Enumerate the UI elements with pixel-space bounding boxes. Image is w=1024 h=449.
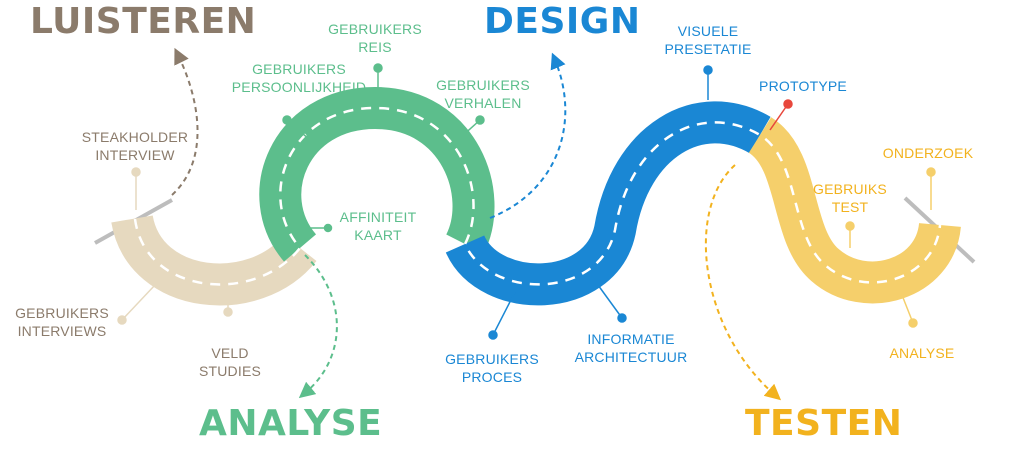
- label-onderzoek: ONDERZOEK: [882, 145, 974, 161]
- dot-analyse-small: [908, 318, 918, 328]
- dot-gebruikers-proces: [488, 330, 498, 340]
- dot-gebruikers-interviews: [117, 315, 127, 325]
- arrow-to-luisteren: [171, 47, 199, 196]
- dot-informatie-architectuur: [617, 313, 627, 323]
- dot-visuele-presetatie: [703, 65, 713, 75]
- arrow-to-testen: [704, 164, 782, 401]
- dot-gebruikers-verhalen: [475, 115, 485, 125]
- label-gebruikers-interviews: GEBRUIKERS INTERVIEWS: [15, 305, 109, 339]
- phase-title-design: DESIGN: [484, 1, 641, 42]
- phase-title-testen: TESTEN: [745, 403, 903, 444]
- dot-veld-studies: [223, 307, 233, 317]
- leaders-analyse: [282, 63, 485, 233]
- dot-steakholder-interview: [131, 167, 141, 177]
- dot-onderzoek: [926, 167, 936, 177]
- road-segment-design: [445, 101, 771, 306]
- label-gebruikers-verhalen: GEBRUIKERS VERHALEN: [436, 77, 530, 111]
- label-visuele-presetatie: VISUELE PRESETATIE: [664, 23, 752, 57]
- label-analyse-small: ANALYSE: [889, 345, 955, 361]
- label-affiniteit-kaart: AFFINITEIT KAART: [339, 209, 417, 243]
- label-veld-studies: VELD STUDIES: [198, 345, 262, 379]
- label-gebruikers-proces: GEBRUIKERS PROCES: [445, 351, 539, 385]
- dot-gebruikers-reis: [373, 63, 383, 73]
- phase-title-luisteren: LUISTEREN: [30, 1, 257, 42]
- leader-prototype: [769, 99, 793, 131]
- label-gebruikers-reis: GEBRUIKERS REIS: [328, 21, 422, 55]
- label-informatie-architectuur: INFORMATIE ARCHITECTUUR: [574, 331, 688, 365]
- arrow-to-analyse: [298, 254, 338, 399]
- dot-gebruikers-persoonlijkheid: [282, 115, 292, 125]
- dot-affiniteit-kaart: [323, 223, 333, 233]
- leaders-testen: [845, 167, 936, 328]
- label-gebruiks-test: GEBRUIKS TEST: [813, 181, 887, 215]
- leaders-luisteren: [117, 167, 233, 325]
- label-prototype: PROTOTYPE: [759, 78, 847, 94]
- label-gebruikers-persoonlijkheid: GEBRUIKERS PERSOONLIJKHEID: [231, 61, 367, 95]
- label-steakholder-interview: STEAKHOLDER INTERVIEW: [81, 129, 189, 163]
- dot-gebruiks-test: [845, 221, 855, 231]
- dot-prototype: [783, 99, 793, 109]
- leaders-design: [488, 65, 713, 340]
- phase-title-analyse: ANALYSE: [199, 403, 383, 444]
